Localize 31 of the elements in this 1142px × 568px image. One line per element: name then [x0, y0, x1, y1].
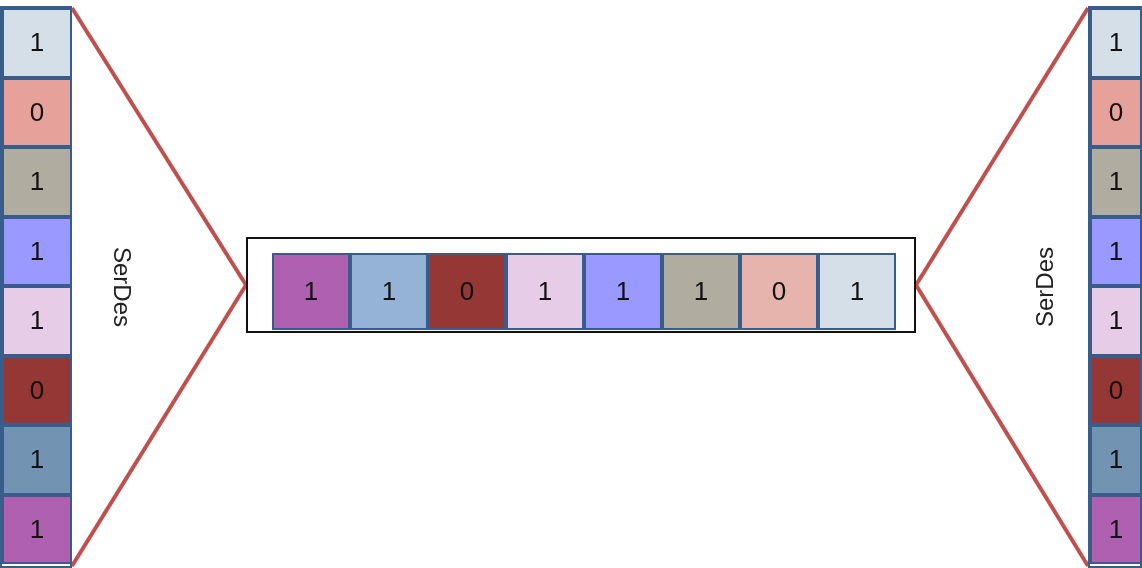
bit-cell: 1 — [2, 425, 72, 495]
bit-cell: 1 — [662, 253, 740, 330]
bit-cell: 1 — [1090, 147, 1142, 217]
bit-cell: 1 — [818, 253, 896, 330]
bit-cell: 1 — [2, 494, 72, 564]
bit-cell: 0 — [740, 253, 818, 330]
bit-column — [1088, 6, 1142, 568]
bit-cell: 1 — [1090, 216, 1142, 286]
bit-column — [0, 6, 72, 568]
bit-cell: 0 — [428, 253, 506, 330]
bit-cell: 1 — [2, 147, 72, 217]
bit-cell: 1 — [1090, 494, 1142, 564]
serdes-label: SerDes — [108, 247, 136, 327]
bit-cell: 1 — [272, 253, 350, 330]
bit-cell: 0 — [2, 77, 72, 147]
funnel-line — [70, 6, 248, 287]
serial-frame — [246, 237, 916, 333]
serdes-label: SerDes — [1031, 247, 1059, 327]
bit-cell: 1 — [2, 286, 72, 356]
bit-cell: 1 — [1090, 286, 1142, 356]
bit-cell: 1 — [350, 253, 428, 330]
bit-cell: 1 — [2, 216, 72, 286]
bit-cell: 1 — [506, 253, 584, 330]
bit-cell: 1 — [584, 253, 662, 330]
bit-cell: 0 — [1090, 77, 1142, 147]
bit-cell: 0 — [1090, 355, 1142, 425]
bit-cell: 1 — [2, 8, 72, 78]
bit-cell: 1 — [1090, 425, 1142, 495]
bit-cell: 0 — [2, 355, 72, 425]
bit-cell: 1 — [1090, 8, 1142, 78]
funnel-line — [70, 283, 248, 568]
